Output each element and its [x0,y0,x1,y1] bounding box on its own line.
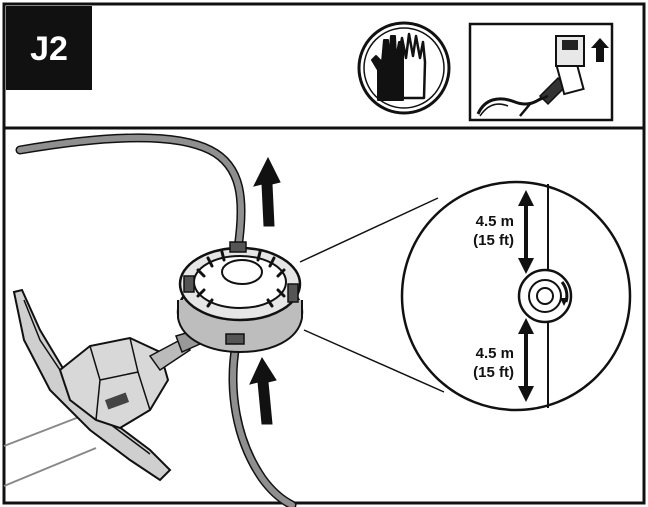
arrow-up-icon [591,38,609,62]
step-badge: J2 [6,6,92,90]
bottom-length-metric: 4.5 m [476,345,514,362]
trimmer-guard [12,288,172,482]
length-arrow-bottom [518,318,534,402]
trimmer-head [176,241,304,354]
callout-circle [400,180,632,412]
pull-arrow-upper [253,156,281,227]
top-length-imperial: (15 ft) [473,232,514,249]
bottom-length-imperial: (15 ft) [473,364,514,381]
spark-plug-disconnect-icon [468,22,614,122]
trimmer-illustration [3,133,304,507]
length-callout: 4.5 m (15 ft) 4.5 m (15 ft) [299,180,632,412]
step-label: J2 [30,30,68,68]
gearbox-housing [58,336,170,430]
length-arrow-top [518,190,534,274]
top-length-metric: 4.5 m [476,213,514,230]
pull-arrow-lower [249,356,277,425]
gloves-icon [357,21,451,115]
